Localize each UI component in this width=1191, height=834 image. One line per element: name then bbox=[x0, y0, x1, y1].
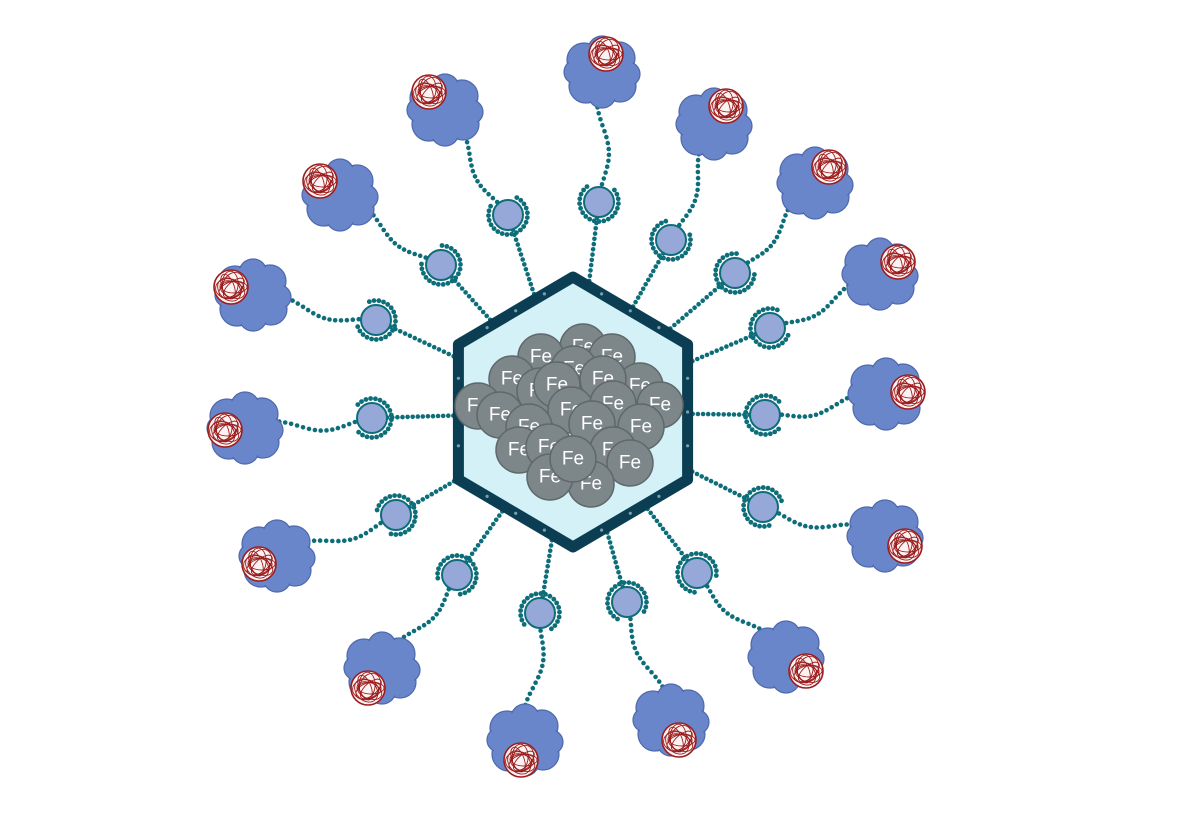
ligand bbox=[628, 87, 753, 314]
iron-atom-label: Fe bbox=[508, 440, 530, 461]
iron-atom-label: Fe bbox=[619, 453, 641, 474]
iron-atom-label: Fe bbox=[630, 417, 652, 438]
ligand bbox=[685, 237, 919, 366]
iron-atom-label: Fe bbox=[530, 347, 552, 368]
drug-payload bbox=[241, 546, 277, 582]
drug-payload bbox=[411, 74, 447, 110]
drug-payload bbox=[503, 742, 539, 778]
drug-payload bbox=[708, 88, 744, 124]
anchor-bead bbox=[741, 485, 784, 529]
ligand bbox=[603, 525, 710, 758]
targeting-protein bbox=[847, 357, 925, 431]
anchor-bead bbox=[518, 591, 562, 632]
ligand bbox=[486, 532, 564, 778]
ligand bbox=[685, 357, 926, 437]
drug-payload bbox=[213, 269, 249, 305]
drug-payload bbox=[661, 722, 697, 758]
drug-payload bbox=[788, 653, 824, 689]
anchor-bead bbox=[577, 184, 621, 224]
ligand bbox=[642, 502, 825, 694]
anchor-bead bbox=[605, 580, 649, 622]
ligand bbox=[664, 146, 854, 335]
iron-atom: Fe bbox=[549, 435, 597, 483]
anchor-bead bbox=[675, 551, 719, 595]
drug-payload bbox=[302, 163, 338, 199]
anchor-bead bbox=[435, 553, 479, 597]
ligand bbox=[563, 35, 641, 289]
targeting-protein bbox=[406, 73, 484, 147]
ligand bbox=[213, 258, 461, 361]
drug-payload bbox=[350, 670, 386, 706]
drug-payload bbox=[890, 374, 926, 410]
iron-atom: Fe bbox=[606, 439, 654, 487]
anchor-bead bbox=[355, 298, 398, 342]
anchor-bead bbox=[713, 251, 757, 295]
anchor-bead bbox=[649, 218, 693, 262]
ligand bbox=[206, 391, 461, 465]
ligand bbox=[238, 476, 461, 593]
iron-atom-label: Fe bbox=[562, 449, 584, 470]
targeting-protein bbox=[214, 258, 292, 332]
anchor-bead bbox=[374, 493, 418, 537]
drug-payload bbox=[887, 528, 923, 564]
anchor-bead bbox=[743, 393, 782, 437]
anchor-bead bbox=[355, 396, 394, 440]
ligand bbox=[685, 467, 924, 573]
ligand-layer bbox=[206, 35, 926, 778]
iron-atom-label: Fe bbox=[581, 414, 603, 435]
ligand bbox=[343, 504, 508, 706]
drug-payload bbox=[588, 36, 624, 72]
drug-payload bbox=[207, 412, 243, 448]
anchor-bead bbox=[486, 195, 530, 237]
anchor-bead bbox=[748, 306, 791, 350]
ligand bbox=[406, 73, 538, 302]
drug-payload bbox=[880, 244, 916, 280]
anchor-bead bbox=[419, 243, 463, 287]
ligand bbox=[301, 158, 497, 327]
drug-payload bbox=[811, 149, 847, 185]
iron-atom-label: Fe bbox=[489, 405, 511, 426]
